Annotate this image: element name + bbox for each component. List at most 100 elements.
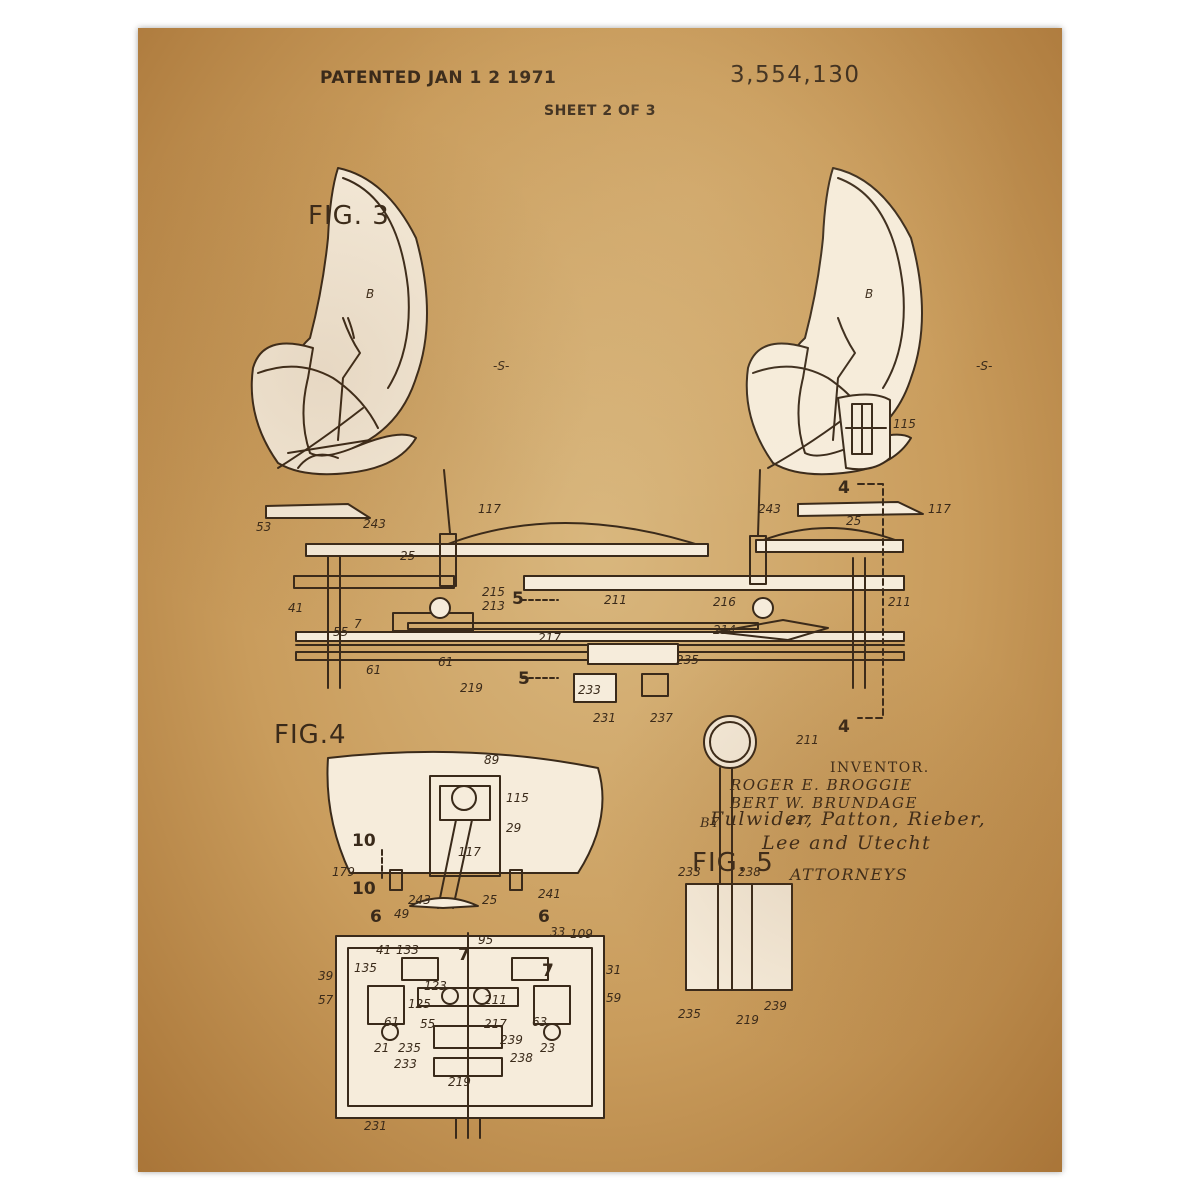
label-233-fig4: 233	[394, 1057, 417, 1071]
label-135: 135	[354, 961, 377, 975]
label-233-fig5: 233	[678, 865, 701, 879]
label-133: 133	[396, 943, 419, 957]
label-55-fig4: 55	[420, 1017, 435, 1031]
inventor-1: ROGER E. BROGGIE	[730, 776, 913, 794]
label-217-fig3: 217	[538, 631, 561, 645]
fig3-left-seat	[250, 167, 428, 476]
label-section-4-bottom: 4	[838, 717, 850, 737]
label-59: 59	[606, 991, 621, 1005]
patent-number: 3,554,130	[730, 62, 861, 88]
attorneys-label: ATTORNEYS	[790, 865, 909, 884]
label-section-10-top: 10	[352, 831, 376, 851]
fig5-reference-labels: 211 217 233 238 235 219 239	[678, 733, 819, 1027]
label-211-fig3-right: 211	[888, 595, 911, 609]
patent-drawing: B -S- B -S- 115 117 117 53 243 243 25 25…	[250, 167, 992, 1139]
inventor-2: BERT W. BRUNDAGE	[730, 794, 918, 812]
label-section-7-left: 7	[458, 945, 470, 965]
label-123: 123	[424, 979, 447, 993]
label-214: 214	[713, 623, 736, 637]
label-179: 179	[332, 865, 355, 879]
label-243-fig4: 243	[408, 893, 431, 907]
label-243-left: 243	[363, 517, 386, 531]
fig3-title: FIG. 3	[308, 201, 390, 231]
label-s-right: -S-	[976, 359, 992, 373]
patent-date: PATENTED JAN 1 2 1971	[320, 68, 557, 88]
label-231-fig4: 231	[364, 1119, 387, 1133]
sheet-number: SHEET 2 OF 3	[544, 103, 657, 119]
fig4-reference-labels: 89 115 29 117 10 10 179 49 243 25 241 6 …	[318, 753, 621, 1133]
label-217-fig4: 217	[484, 1017, 507, 1031]
label-219-fig3: 219	[460, 681, 483, 695]
label-section-7-right: 7	[542, 961, 554, 981]
label-238-fig5: 238	[738, 865, 761, 879]
label-31: 31	[606, 963, 621, 977]
fig3-right-seat	[745, 167, 923, 476]
fig4-assembly	[326, 750, 605, 1139]
label-219-fig5: 219	[736, 1013, 759, 1027]
label-section-4-top: 4	[838, 478, 850, 498]
label-233-fig3: 233	[578, 683, 601, 697]
label-235-fig4: 235	[398, 1041, 421, 1055]
label-239-fig4: 239	[500, 1033, 523, 1047]
label-215: 215	[482, 585, 505, 599]
label-125: 125	[408, 997, 431, 1011]
label-section-6-right: 6	[538, 907, 550, 927]
label-213: 213	[482, 599, 505, 613]
label-b-left: B	[366, 287, 374, 301]
label-219-fig4: 219	[448, 1075, 471, 1089]
label-61-right: 61	[438, 655, 453, 669]
label-21: 21	[374, 1041, 389, 1055]
label-217-fig5: 217	[788, 813, 811, 827]
label-s-left: -S-	[493, 359, 509, 373]
label-section-5-top: 5	[512, 589, 524, 609]
fig5-title: FIG. 5	[692, 848, 774, 878]
label-239-fig5: 239	[764, 999, 787, 1013]
label-25-right: 25	[846, 514, 861, 528]
label-115-fig4: 115	[506, 791, 529, 805]
label-117-left: 117	[478, 502, 501, 516]
label-238-fig4: 238	[510, 1051, 533, 1065]
fig3-reference-labels: B -S- B -S- 115 117 117 53 243 243 25 25…	[256, 287, 992, 737]
label-241: 241	[538, 887, 561, 901]
attorneys-signature-line1: Fulwider, Patton, Rieber,	[710, 808, 987, 830]
label-b-right: B	[865, 287, 873, 301]
label-25-fig4: 25	[482, 893, 497, 907]
fig4-title: FIG.4	[274, 720, 347, 750]
label-235-fig5: 235	[678, 1007, 701, 1021]
label-211-fig4: 211	[484, 993, 507, 1007]
by-label: BY	[700, 816, 721, 831]
label-33: 33	[550, 925, 565, 939]
label-25-left: 25	[400, 549, 415, 563]
label-61-left: 61	[366, 663, 381, 677]
label-61-fig4: 61	[384, 1015, 399, 1029]
label-57: 57	[318, 993, 334, 1007]
fig5-section	[685, 715, 793, 991]
label-section-5-bottom: 5	[518, 669, 530, 689]
inventor-label: INVENTOR.	[830, 760, 930, 776]
label-23: 23	[540, 1041, 555, 1055]
label-63: 63	[532, 1015, 547, 1029]
label-53: 53	[256, 520, 271, 534]
label-235-fig3: 235	[676, 653, 699, 667]
label-7: 7	[354, 617, 362, 631]
label-216: 216	[713, 595, 736, 609]
label-49: 49	[394, 907, 409, 921]
label-117-right: 117	[928, 502, 951, 516]
label-section-10-bottom: 10	[352, 879, 376, 899]
patent-sheet: PATENTED JAN 1 2 1971 3,554,130 SHEET 2 …	[138, 28, 1062, 1172]
label-41: 41	[288, 601, 303, 615]
label-231-fig3: 231	[593, 711, 616, 725]
label-211-fig3: 211	[604, 593, 627, 607]
label-237: 237	[650, 711, 673, 725]
label-211-fig5: 211	[796, 733, 819, 747]
label-89: 89	[484, 753, 499, 767]
attorneys-signature-line2: Lee and Utecht	[762, 832, 932, 854]
label-109: 109	[570, 927, 593, 941]
label-95: 95	[478, 933, 493, 947]
label-115-fig3: 115	[893, 417, 916, 431]
label-243-right: 243	[758, 502, 781, 516]
label-41-fig4: 41	[376, 943, 391, 957]
label-117-fig4: 117	[458, 845, 481, 859]
label-29: 29	[506, 821, 521, 835]
label-55: 55	[333, 625, 348, 639]
